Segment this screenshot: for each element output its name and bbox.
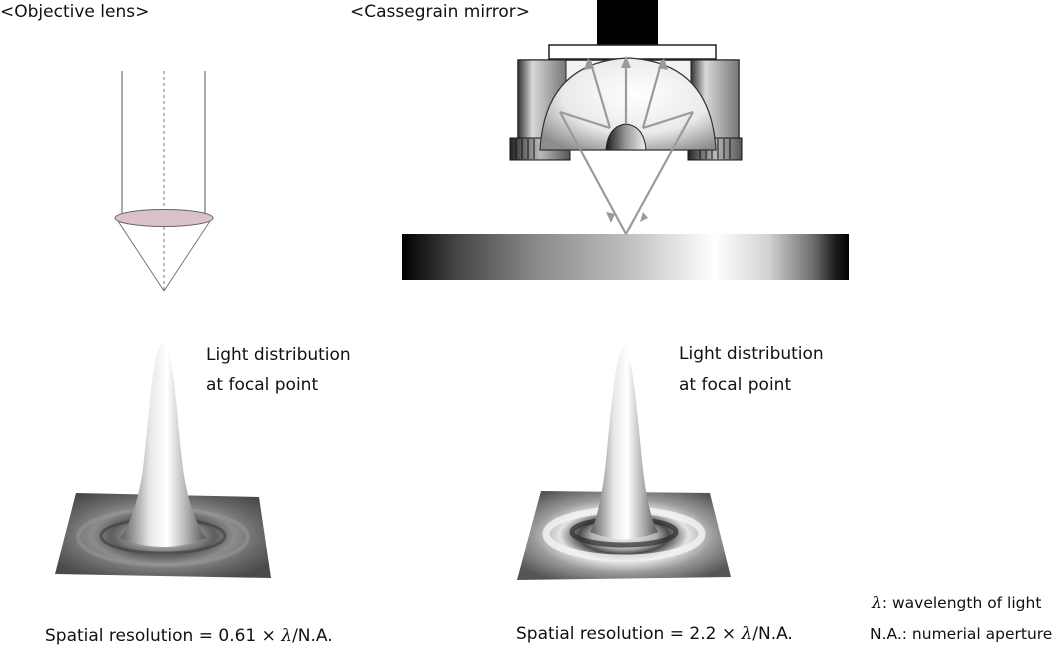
left-spatial-resolution: Spatial resolution = 0.61 × λ/N.A. xyxy=(45,628,333,645)
left-light-distribution-label-line2: at focal point xyxy=(206,375,319,395)
left-spatial-resolution-prefix: Spatial resolution = 0.61 × xyxy=(45,626,282,646)
left-spatial-resolution-suffix: /N.A. xyxy=(292,626,333,646)
right-light-distribution-label-line2: at focal point xyxy=(679,375,792,395)
left-light-distribution-label-line1: Light distribution xyxy=(206,345,351,365)
right-spatial-resolution-prefix: Spatial resolution = 2.2 × xyxy=(516,624,742,644)
left-light-distribution xyxy=(55,343,271,578)
na-legend: N.A.: numerial aperture xyxy=(870,625,1053,643)
right-lambda-symbol: λ xyxy=(741,624,753,644)
objective-lens-title: <Objective lens> xyxy=(0,2,150,22)
lambda-legend: λ: wavelength of light xyxy=(872,594,1042,612)
left-lambda-symbol: λ xyxy=(281,626,293,646)
right-light-distribution-label-line1: Light distribution xyxy=(679,344,824,364)
legend-lambda-symbol: λ xyxy=(872,594,882,612)
objective-lens-schematic xyxy=(114,71,214,292)
right-light-distribution xyxy=(517,346,731,580)
cassegrain-mirror-title: <Cassegrain mirror> xyxy=(350,2,531,22)
cassegrain-mirror-schematic xyxy=(402,0,849,280)
right-spatial-resolution-suffix: /N.A. xyxy=(752,624,793,644)
lambda-definition: : wavelength of light xyxy=(881,594,1042,612)
right-spatial-resolution: Spatial resolution = 2.2 × λ/N.A. xyxy=(516,626,793,643)
